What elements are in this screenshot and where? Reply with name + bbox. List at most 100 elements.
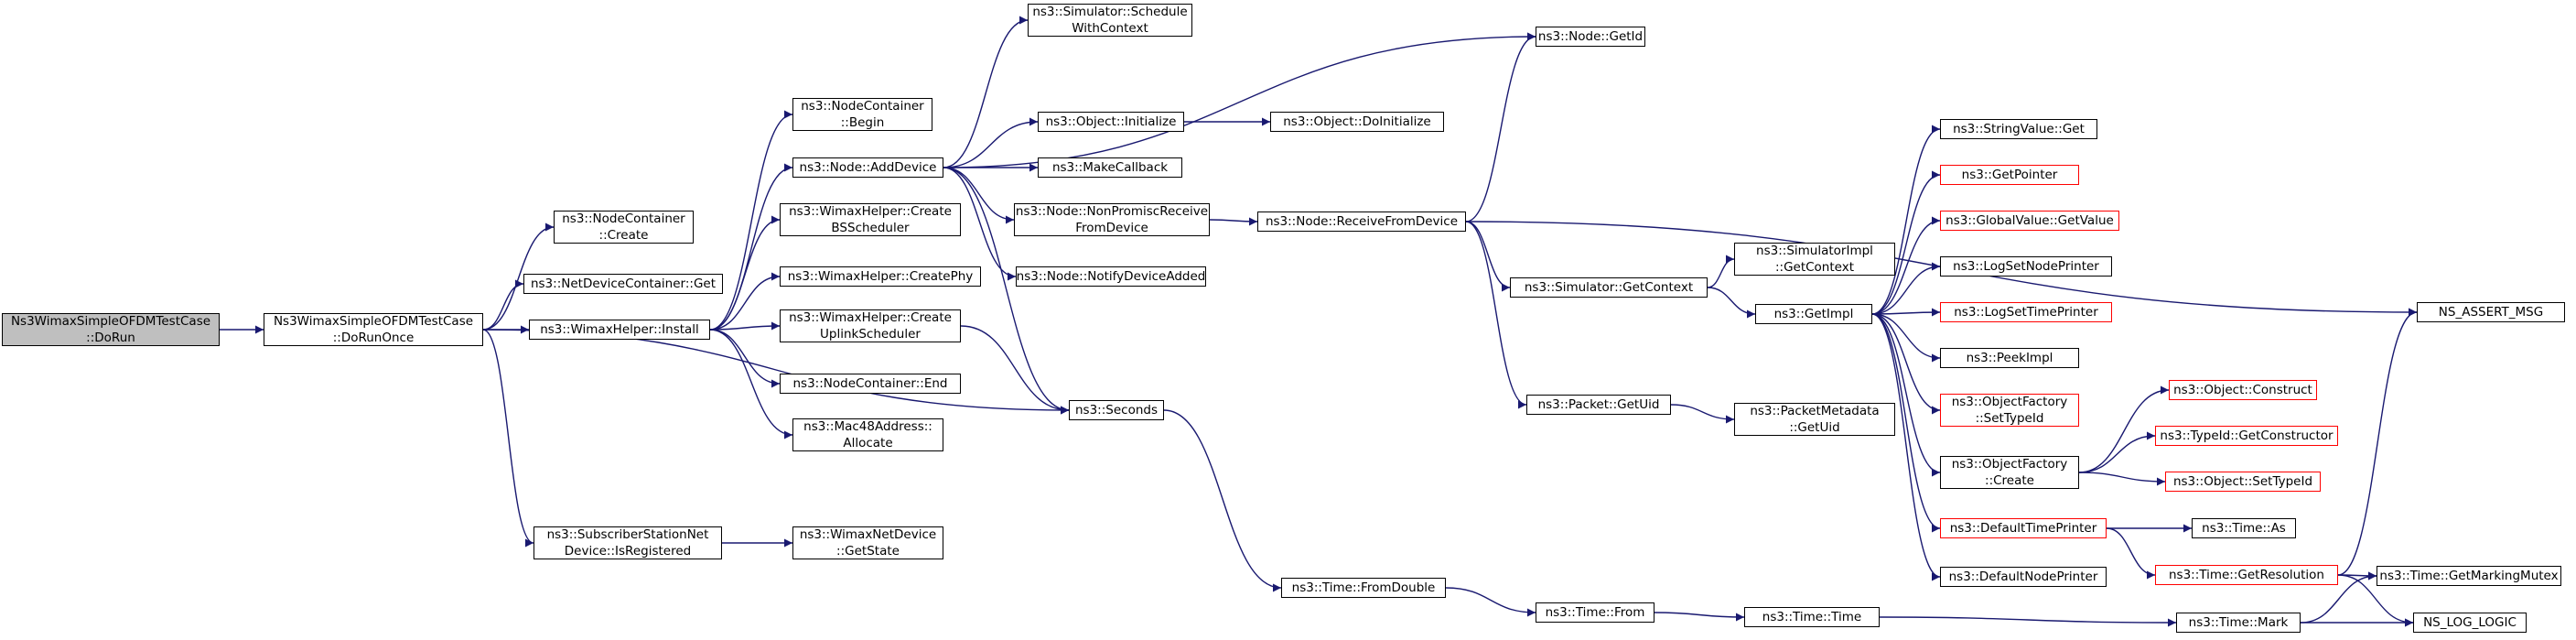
edge-node-adddevice-to-node-notify [943, 167, 1017, 281]
edge-getimpl-to-logsetnode [1871, 262, 1941, 315]
node-label-line: ns3::StringValue::Get [1953, 122, 2085, 136]
node-makecallback[interactable]: ns3::MakeCallback [1038, 157, 1182, 178]
node-time-from[interactable]: ns3::Time::From [1536, 602, 1654, 623]
node-time-as[interactable]: ns3::Time::As [2192, 518, 2296, 538]
node-label-line: ns3::ObjectFactory [1951, 395, 2068, 409]
node-label-line: ::GetState [836, 544, 900, 559]
node-mac48-alloc[interactable]: ns3::Mac48Address::Allocate [792, 418, 943, 451]
node-label-line: ns3::NodeContainer [562, 212, 685, 226]
edge-node-recvfrom-to-pkt-getuid [1465, 221, 1527, 409]
edge-time-time-to-time-mark [1879, 616, 2177, 627]
node-ns-log-logic[interactable]: NS_LOG_LOGIC [2413, 613, 2527, 633]
node-label-line: ns3::Time::Mark [2188, 615, 2289, 630]
node-label-line: ns3::Object::Initialize [1045, 114, 1177, 129]
edge-sim-getctx-to-simimpl-getctx [1707, 255, 1735, 288]
node-label-line: Ns3WimaxSimpleOFDMTestCase [10, 314, 211, 329]
node-label-line: ns3::DefaultNodePrinter [1948, 569, 2098, 584]
node-strval-get[interactable]: ns3::StringValue::Get [1940, 119, 2097, 139]
node-seconds[interactable]: ns3::Seconds [1069, 400, 1164, 420]
edge-node-adddevice-to-obj-init [943, 117, 1039, 168]
node-label-line: ns3::ObjectFactory [1951, 457, 2068, 472]
node-obj-settypeid[interactable]: ns3::Object::SetTypeId [2165, 472, 2321, 492]
edge-getimpl-to-globalval-getvalue [1871, 216, 1941, 315]
node-time-getres[interactable]: ns3::Time::GetResolution [2155, 565, 2338, 585]
node-pkt-getuid[interactable]: ns3::Packet::GetUid [1526, 395, 1671, 415]
edge-getimpl-to-strval-get [1871, 125, 1941, 315]
node-label-line: ns3::Time::FromDouble [1291, 580, 1436, 595]
node-label-line: ns3::Time::GetResolution [2168, 568, 2324, 582]
node-label-line: ns3::Node::NonPromiscReceive [1015, 204, 1209, 219]
node-nc-end[interactable]: ns3::NodeContainer::End [780, 374, 961, 394]
node-wnd-getstate[interactable]: ns3::WimaxNetDevice::GetState [792, 526, 943, 559]
node-obj-init[interactable]: ns3::Object::Initialize [1038, 112, 1184, 132]
node-pktmeta-getuid[interactable]: ns3::PacketMetadata::GetUid [1734, 403, 1895, 436]
node-label-line: ns3::MakeCallback [1051, 160, 1169, 175]
node-typeid-getctor[interactable]: ns3::TypeId::GetConstructor [2155, 426, 2338, 446]
node-label-line: ::Create [598, 228, 649, 243]
node-globalval-getvalue[interactable]: ns3::GlobalValue::GetValue [1940, 211, 2119, 231]
node-logsettime[interactable]: ns3::LogSetTimePrinter [1940, 302, 2112, 322]
edge-getimpl-to-objfac-create [1871, 313, 1941, 477]
node-label-line: ns3::Simulator::Schedule [1032, 5, 1188, 19]
node-getpointer[interactable]: ns3::GetPointer [1940, 165, 2079, 185]
node-label-line: ns3::DefaultTimePrinter [1949, 521, 2097, 536]
node-wh-install[interactable]: ns3::WimaxHelper::Install [529, 320, 710, 340]
edge-sim-getctx-to-getimpl [1707, 287, 1756, 319]
node-obj-construct[interactable]: ns3::Object::Construct [2169, 380, 2317, 400]
node-simimpl-getctx[interactable]: ns3::SimulatorImpl::GetContext [1734, 243, 1895, 276]
edge-wh-install-to-mac48-alloc [709, 329, 793, 439]
node-obj-doinit[interactable]: ns3::Object::DoInitialize [1270, 112, 1444, 132]
node-label-line: ns3::WimaxNetDevice [799, 527, 937, 542]
node-label-line: ns3::SimulatorImpl [1756, 244, 1873, 258]
node-label-line: ns3::Simulator::GetContext [1524, 280, 1694, 295]
node-time-mark[interactable]: ns3::Time::Mark [2176, 613, 2301, 633]
node-ns-assert[interactable]: NS_ASSERT_MSG [2417, 302, 2565, 322]
node-label-line: ns3::GlobalValue::GetValue [1945, 213, 2114, 228]
node-deftimeprinter[interactable]: ns3::DefaultTimePrinter [1940, 518, 2107, 538]
node-node-recvfrom[interactable]: ns3::Node::ReceiveFromDevice [1257, 212, 1466, 232]
node-objfac-create[interactable]: ns3::ObjectFactory::Create [1940, 456, 2079, 489]
edge-getimpl-to-defnodeprinter [1871, 313, 1941, 581]
node-ndc-get[interactable]: ns3::NetDeviceContainer::Get [523, 274, 723, 294]
node-label-line: ns3::Time::As [2202, 521, 2286, 536]
node-label-line: FromDevice [1075, 221, 1148, 235]
node-label-line: ::GetUid [1789, 420, 1840, 435]
node-objfac-settypeid[interactable]: ns3::ObjectFactory::SetTypeId [1940, 394, 2079, 427]
node-label-line: ns3::GetImpl [1773, 307, 1854, 321]
node-node-adddevice[interactable]: ns3::Node::AddDevice [792, 157, 943, 178]
edge-node-nonpromisc-to-node-recvfrom [1209, 217, 1258, 226]
edge-getimpl-to-peekimpl [1871, 313, 1941, 363]
node-wh-createphy[interactable]: ns3::WimaxHelper::CreatePhy [780, 266, 981, 287]
node-label-line: ns3::NodeContainer [801, 99, 924, 114]
node-time-fromdouble[interactable]: ns3::Time::FromDouble [1281, 578, 1446, 598]
edge-node-adddevice-to-seconds [943, 167, 1070, 415]
edge-node-recvfrom-to-node-getid [1465, 32, 1536, 222]
edge-time-from-to-time-time [1654, 612, 1745, 622]
edge-getimpl-to-objfac-settypeid [1871, 313, 1941, 415]
node-nc-begin[interactable]: ns3::NodeContainer::Begin [792, 98, 932, 131]
edge-node-recvfrom-to-sim-getctx [1465, 221, 1511, 292]
node-getimpl[interactable]: ns3::GetImpl [1755, 304, 1872, 324]
edge-getimpl-to-deftimeprinter [1871, 313, 1941, 533]
node-time-time[interactable]: ns3::Time::Time [1744, 607, 1880, 627]
node-getmarkingmutex[interactable]: ns3::Time::GetMarkingMutex [2377, 566, 2561, 586]
node-node-getid[interactable]: ns3::Node::GetId [1536, 27, 1645, 47]
edge-wh-install-to-wh-createphy [709, 272, 781, 331]
node-logsetnode[interactable]: ns3::LogSetNodePrinter [1940, 256, 2112, 277]
node-defnodeprinter[interactable]: ns3::DefaultNodePrinter [1940, 567, 2107, 587]
node-dorunonce[interactable]: Ns3WimaxSimpleOFDMTestCase::DoRunOnce [264, 313, 483, 346]
node-label-line: ns3::Node::NotifyDeviceAdded [1016, 269, 1206, 284]
edge-dorunonce-to-seconds [482, 329, 1070, 415]
node-node-notify[interactable]: ns3::Node::NotifyDeviceAdded [1016, 266, 1206, 287]
node-nc-create[interactable]: ns3::NodeContainer::Create [554, 211, 694, 244]
node-peekimpl[interactable]: ns3::PeekImpl [1940, 348, 2079, 368]
node-sim-getctx[interactable]: ns3::Simulator::GetContext [1510, 277, 1708, 298]
node-label-line: ::DoRunOnce [332, 331, 415, 345]
node-label-line: ns3::Time::GetMarkingMutex [2379, 569, 2559, 583]
